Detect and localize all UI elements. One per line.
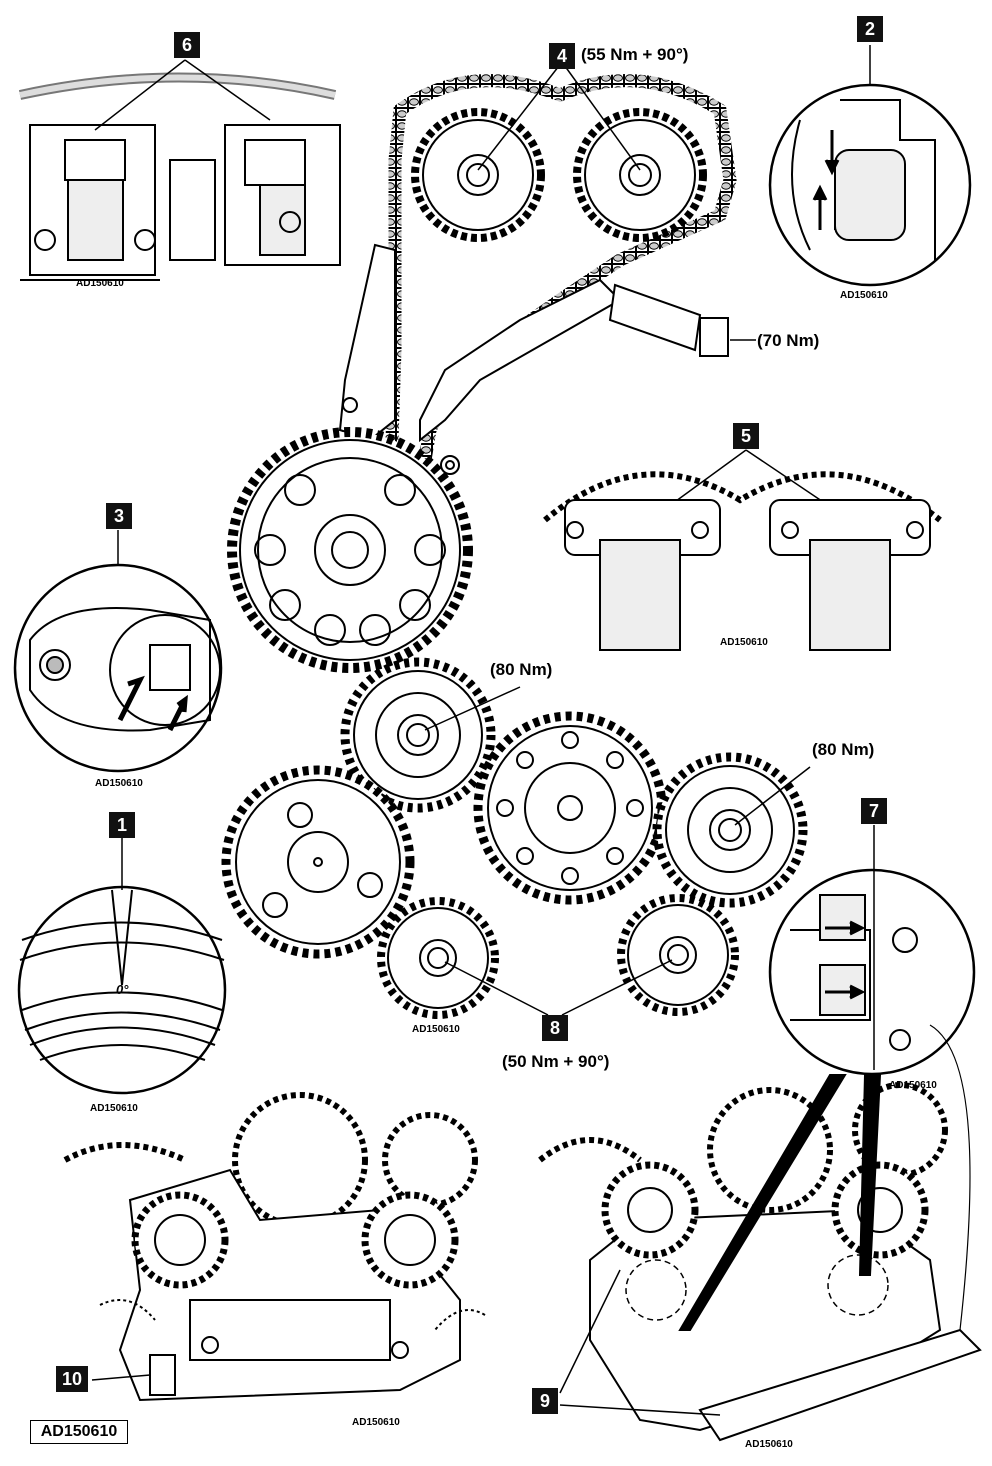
callout-8: 8 — [542, 1015, 568, 1041]
torque-idler-upper: (80 Nm) — [490, 660, 553, 679]
code-gear-train: AD150610 — [412, 1024, 460, 1035]
callout-4: 4 — [549, 43, 575, 69]
bottom-right-balance-assembly — [538, 1024, 982, 1442]
callout-1: 1 — [109, 812, 135, 838]
crankshaft-sprocket — [227, 427, 473, 673]
chain-guide-left — [338, 243, 396, 442]
torque-balance-gears: (50 Nm + 90°) — [502, 1052, 610, 1071]
code-detail-7: AD150610 — [889, 1080, 937, 1091]
chain-tensioner-rail — [419, 278, 622, 475]
detail-2-crank-marker — [768, 45, 972, 287]
code-detail-1: AD150610 — [90, 1103, 138, 1114]
callout-10: 10 — [56, 1366, 88, 1392]
callout-5: 5 — [733, 423, 759, 449]
idler-gear-right — [652, 752, 808, 908]
callout-2: 2 — [857, 16, 883, 42]
code-detail-3: AD150610 — [95, 778, 143, 789]
balance-gear-right — [617, 894, 739, 1016]
balance-gear-left — [377, 897, 499, 1019]
oil-pump-gear — [221, 765, 415, 959]
timing-mark-label: 0° — [116, 982, 129, 997]
detail-3-locking-tool — [13, 530, 223, 773]
idler-gear-upper — [340, 657, 496, 813]
code-detail-2: AD150610 — [840, 290, 888, 301]
detail-5-cam-alignment — [543, 449, 942, 651]
detail-1-timing-mark — [17, 836, 227, 1095]
gear-train — [221, 657, 811, 1019]
callout-6: 6 — [174, 32, 200, 58]
torque-idler-right: (80 Nm) — [812, 740, 875, 759]
code-bottom-right: AD150610 — [745, 1439, 793, 1450]
tensioner-bolt — [608, 283, 729, 357]
bottom-left-balance-assembly — [63, 1092, 486, 1402]
balance-drive-gear — [473, 711, 667, 905]
code-detail-5: AD150610 — [720, 637, 768, 648]
callout-7: 7 — [861, 798, 887, 824]
timing-chain-assembly — [338, 61, 756, 541]
code-bottom-left: AD150610 — [352, 1417, 400, 1428]
torque-cam-sprockets: (55 Nm + 90°) — [581, 45, 689, 64]
detail-6-camshaft-caps — [18, 59, 341, 281]
right-cam-sprocket — [573, 108, 707, 242]
callout-9: 9 — [532, 1388, 558, 1414]
callout-3: 3 — [106, 503, 132, 529]
detail-7-balance-marks — [768, 825, 976, 1076]
main-reference-code: AD150610 — [30, 1420, 128, 1444]
torque-tensioner: (70 Nm) — [757, 331, 820, 350]
code-detail-6: AD150610 — [76, 278, 124, 289]
left-cam-sprocket — [411, 108, 545, 242]
